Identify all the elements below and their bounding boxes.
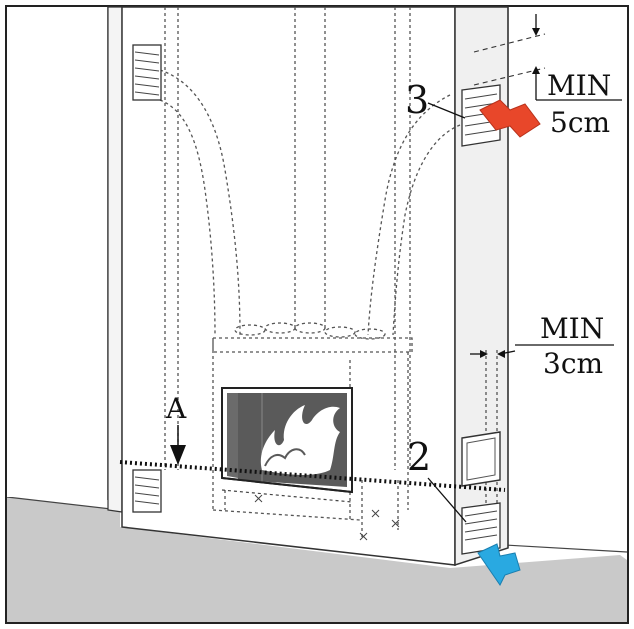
callout-2-leader [427,477,467,523]
fireplace [221,387,353,503]
upper-left-vent-grille [132,44,162,101]
floor-level-line [119,460,506,492]
top-min-label: MIN [547,69,611,102]
inlet-vent-grille [461,502,501,555]
side-min-label: MIN [540,312,604,345]
outlet-air-arrow [479,99,541,138]
fixing-marks [254,494,400,541]
top-clearance-dimension [473,14,622,101]
callout-a-label: A [165,392,187,425]
side-distance-label: 3cm [543,347,603,380]
outlet-vent-grille [461,84,501,147]
left-wall-edge [107,6,123,513]
floor [7,497,627,622]
side-clearance-dimension [470,344,614,358]
callout-2-label: 2 [407,435,431,479]
flame-icon [260,405,340,475]
callout-3-label: 3 [405,78,429,122]
callout-3-leader [427,102,466,119]
lower-left-vent-grille [132,469,162,513]
inspection-hatch [461,431,501,487]
top-distance-label: 5cm [550,106,610,139]
inlet-air-arrow [477,543,521,586]
